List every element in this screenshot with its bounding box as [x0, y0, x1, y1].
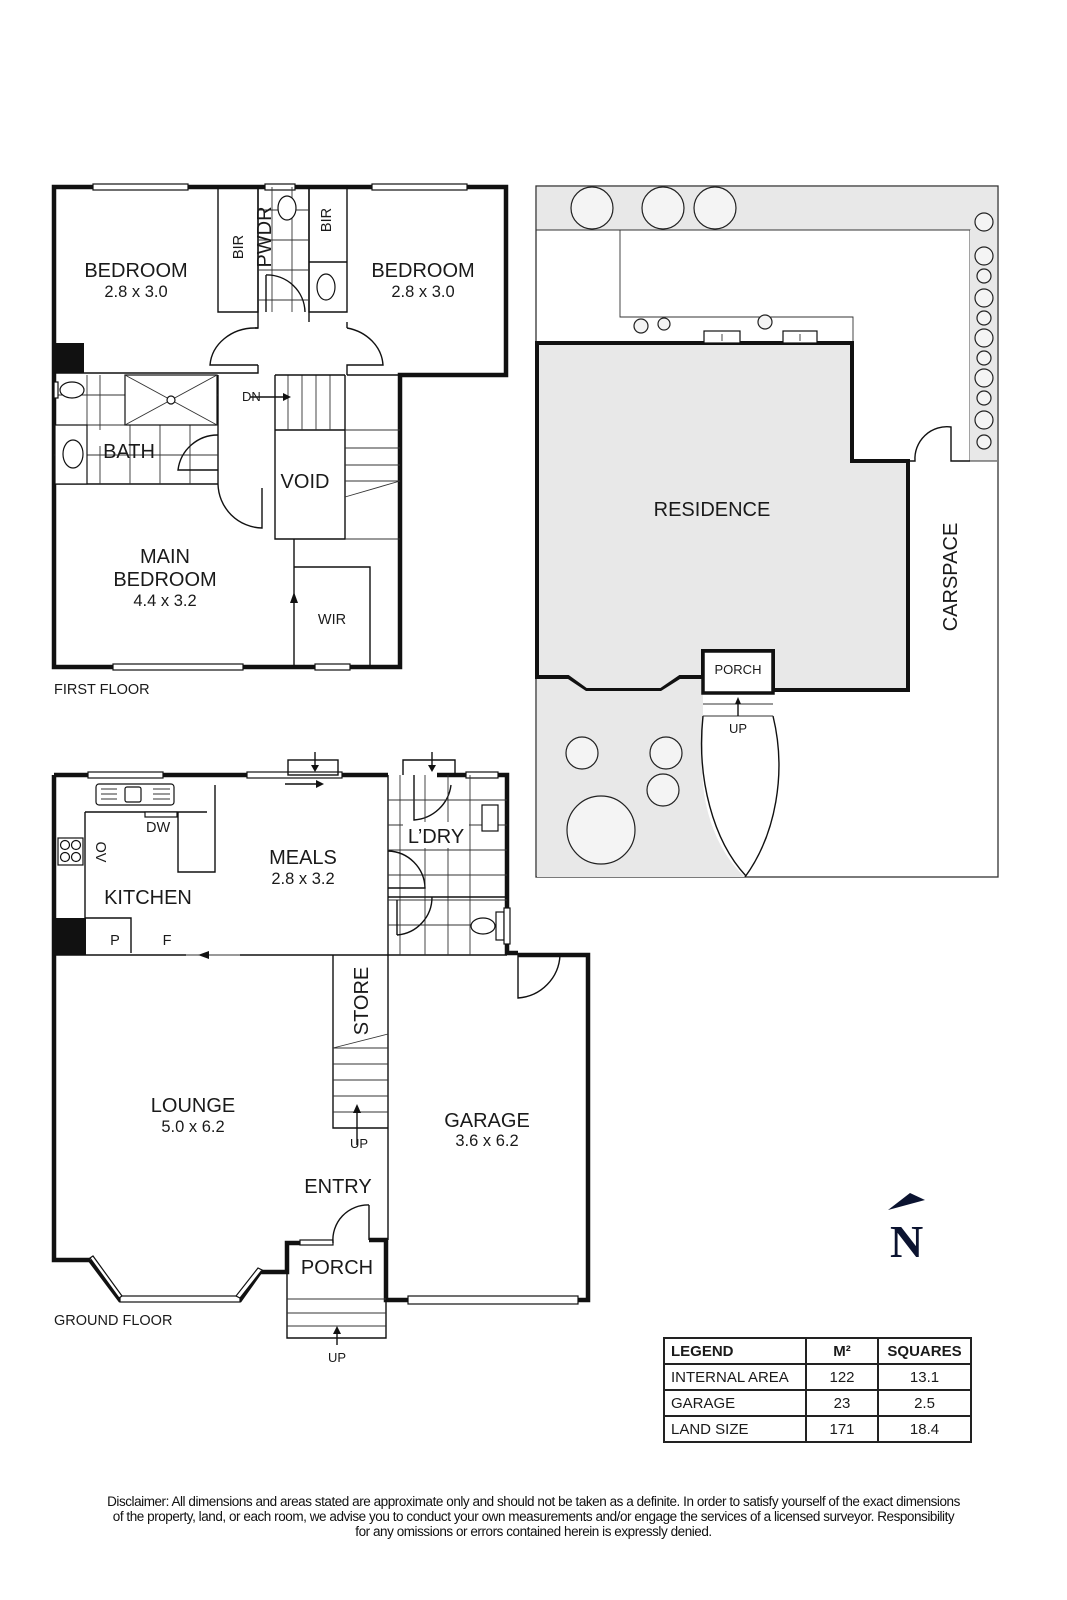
disclaimer: Disclaimer: All dimensions and areas sta…: [20, 1494, 1047, 1539]
room-name-bedroom-left: BEDROOM: [84, 260, 187, 282]
fixture-pantry: P: [110, 933, 120, 949]
room-dims-garage: 3.6 x 6.2: [455, 1132, 518, 1150]
fixture-fridge: F: [163, 933, 172, 949]
site-porch-label: PORCH: [715, 662, 762, 677]
room-dims-bedroom-left: 2.8 x 3.0: [104, 283, 167, 301]
room-dims-main-bedroom: 4.4 x 3.2: [133, 592, 196, 610]
site-step-label: UP: [729, 721, 747, 736]
legend-row-label: INTERNAL AREA: [663, 1363, 807, 1391]
room-name-bath: BATH: [103, 441, 155, 463]
room-name-kitchen: KITCHEN: [104, 887, 192, 909]
first-floor-label: FIRST FLOOR: [54, 682, 150, 698]
fixture-dishwasher: DW: [146, 820, 170, 836]
room-name-porch: PORCH: [301, 1257, 373, 1279]
disclaimer-line: Disclaimer: All dimensions and areas sta…: [107, 1494, 960, 1509]
room-dims-lounge: 5.0 x 6.2: [161, 1118, 224, 1136]
room-name-laundry: L’DRY: [408, 826, 464, 848]
legend-row-label: LAND SIZE: [663, 1415, 807, 1443]
legend-row-m2: 122: [805, 1363, 879, 1391]
first-floor-plan: DN BEDROOM 2.8 x 3.0 BEDROOM 2.8 x 3.0 B…: [51, 183, 509, 698]
ground-floor-stair-label: UP: [350, 1136, 368, 1151]
legend-row: LAND SIZE 171 18.4: [663, 1415, 972, 1443]
ground-floor-plan: DW OV KITCHEN P F MEALS 2.8 x 3.2 L’DRY …: [51, 752, 591, 1365]
ground-floor-label: GROUND FLOOR: [54, 1313, 172, 1329]
room-dims-bedroom-right: 2.8 x 3.0: [391, 283, 454, 301]
room-name-wir: WIR: [318, 612, 346, 628]
legend-row: GARAGE 23 2.5: [663, 1389, 972, 1417]
disclaimer-line: of the property, land, or each room, we …: [112, 1509, 955, 1524]
room-name-main-bedroom-line2: BEDROOM: [113, 569, 216, 591]
legend-header-label: LEGEND: [663, 1337, 807, 1365]
room-name-meals: MEALS: [269, 847, 337, 869]
room-name-bedroom-right: BEDROOM: [371, 260, 474, 282]
fixture-oven: OV: [92, 842, 108, 863]
legend-row-squares: 13.1: [877, 1363, 972, 1391]
room-dims-meals: 2.8 x 3.2: [271, 870, 334, 888]
room-name-bir-left: BIR: [231, 235, 247, 259]
tree-icons: [565, 186, 994, 865]
room-name-store: STORE: [351, 967, 373, 1036]
porch-step-label: UP: [328, 1350, 346, 1365]
legend-header-squares: SQUARES: [877, 1337, 972, 1365]
legend-row-label: GARAGE: [663, 1389, 807, 1417]
site-plan: RESIDENCE CARSPACE PORCH UP: [535, 185, 999, 878]
room-name-lounge: LOUNGE: [151, 1095, 235, 1117]
room-name-main-bedroom-line1: MAIN: [140, 546, 190, 568]
legend-row-squares: 2.5: [877, 1389, 972, 1417]
first-floor-stair-label: DN: [242, 389, 261, 404]
disclaimer-line: for any omissions or errors contained he…: [355, 1524, 712, 1539]
legend-header-m2: M²: [805, 1337, 879, 1365]
legend-row-m2: 23: [805, 1389, 879, 1417]
legend-header-row: LEGEND M² SQUARES: [663, 1337, 972, 1365]
residence-label: RESIDENCE: [654, 499, 771, 521]
room-name-powder: PWDR: [254, 206, 276, 267]
north-letter: N: [890, 1216, 924, 1267]
room-name-garage: GARAGE: [444, 1110, 530, 1132]
legend-row-m2: 171: [805, 1415, 879, 1443]
room-name-bir-right: BIR: [319, 208, 335, 232]
legend-row-squares: 18.4: [877, 1415, 972, 1443]
north-arrow-icon: [888, 1193, 925, 1210]
room-name-entry: ENTRY: [304, 1176, 371, 1198]
room-name-void: VOID: [281, 471, 330, 493]
area-legend-table: LEGEND M² SQUARES INTERNAL AREA 122 13.1…: [663, 1337, 972, 1443]
carspace-label: CARSPACE: [940, 523, 962, 632]
legend-row: INTERNAL AREA 122 13.1: [663, 1363, 972, 1391]
